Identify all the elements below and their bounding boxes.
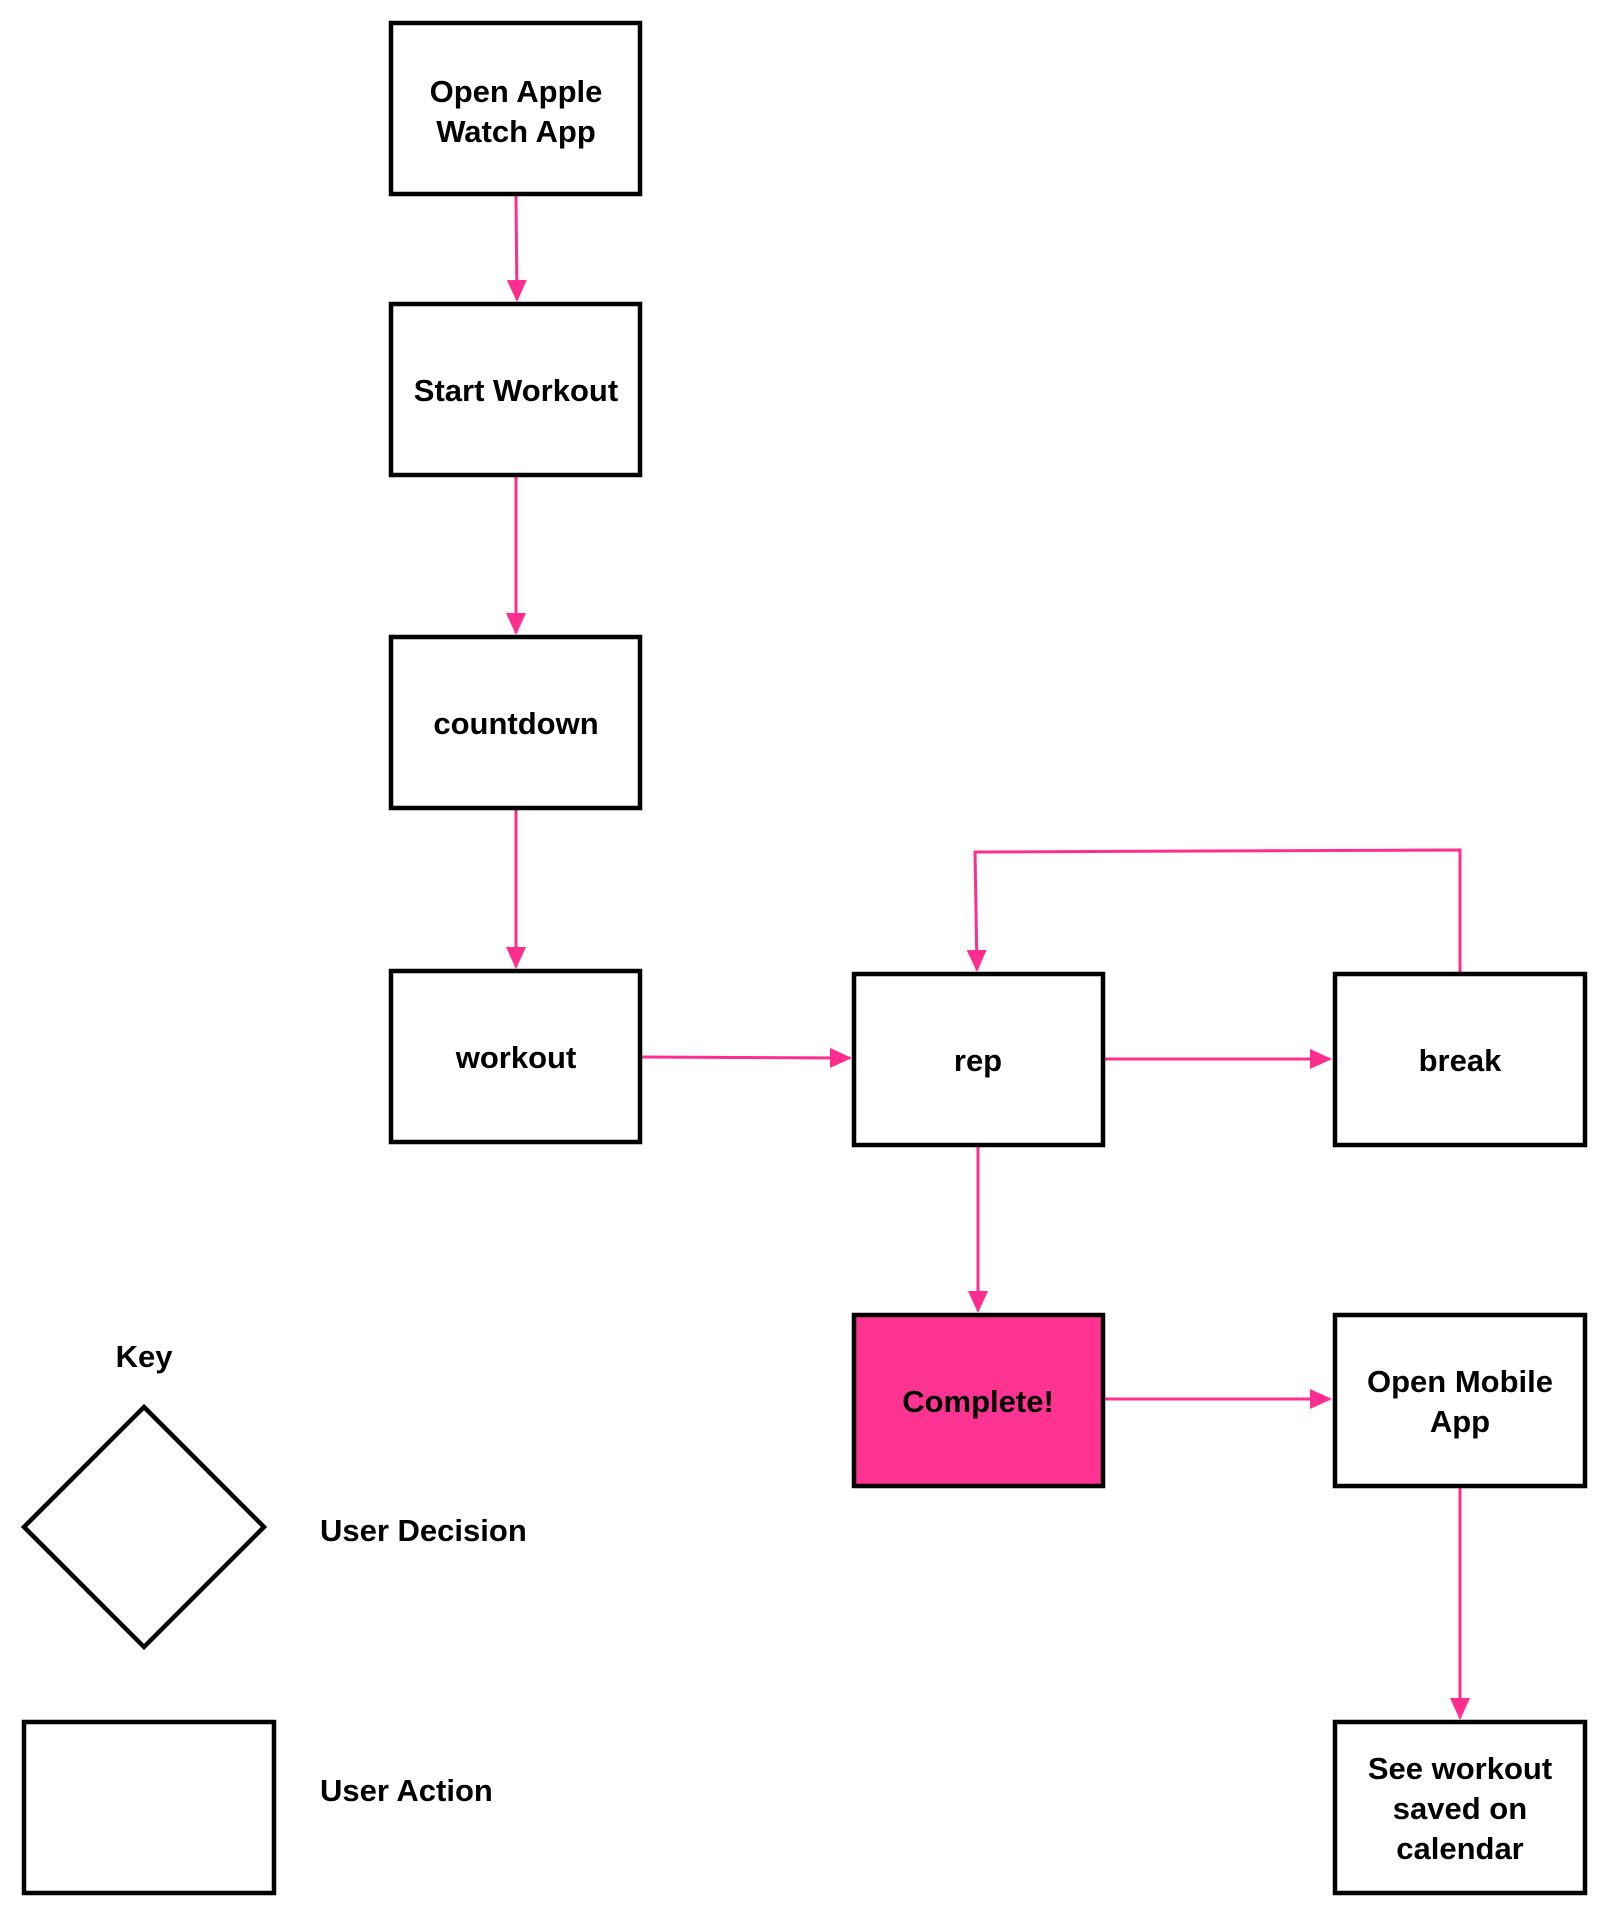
node-countdown-label: countdown [433,706,598,741]
node-workout-label: workout [455,1040,577,1075]
node-open-apple-watch-app [388,20,643,197]
node-workout [388,968,643,1145]
node-break [1332,971,1588,1148]
node-open-mobile-app [1332,1312,1588,1489]
arrow-open-to-start [506,195,527,302]
key-title: Key [116,1339,174,1374]
key-rectangle-icon [21,1719,277,1896]
node-see-workout [1332,1719,1588,1896]
arrow-break-to-rep-loop [966,848,1462,972]
node-start-workout-label: Start Workout [414,373,618,408]
node-countdown [388,634,643,811]
key-diamond-icon [20,1403,268,1651]
node-complete-label: Complete! [902,1384,1054,1419]
node-break-label: break [1419,1043,1502,1078]
node-start-workout [388,301,643,478]
key-user-action-label: User Action [320,1773,493,1808]
node-rep [851,971,1106,1148]
arrow-workout-to-rep [641,1047,852,1068]
node-complete [851,1312,1106,1489]
key-user-decision-label: User Decision [320,1513,527,1548]
node-rep-label: rep [954,1043,1002,1078]
